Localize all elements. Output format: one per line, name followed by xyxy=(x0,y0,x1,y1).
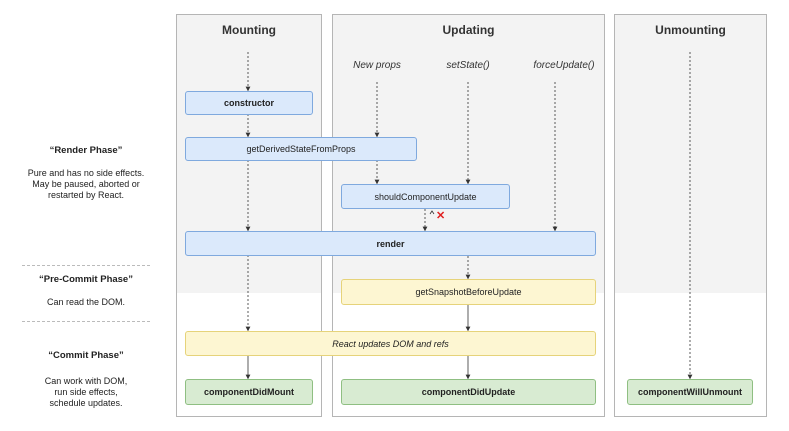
render-node: render xyxy=(185,231,596,256)
set-state-trigger: setState() xyxy=(446,60,490,71)
precommit-phase-title: “Pre-Commit Phase” xyxy=(39,274,133,285)
get-derived-state-from-props-node: getDerivedStateFromProps xyxy=(185,137,417,161)
commit-phase-desc-1: Can work with DOM, xyxy=(44,376,128,386)
unmounting-title: Unmounting xyxy=(655,23,726,37)
render-phase-title: “Render Phase” xyxy=(49,145,123,156)
render-phase-desc-3: restarted by React. xyxy=(47,190,125,200)
updating-title: Updating xyxy=(442,23,495,37)
should-component-update-node: shouldComponentUpdate xyxy=(341,184,510,209)
commit-phase-title: “Commit Phase” xyxy=(48,350,124,361)
unmounting-column: Unmounting xyxy=(614,14,767,417)
phase-divider-2 xyxy=(22,321,150,322)
commit-phase-desc-2: run side effects, xyxy=(54,387,118,397)
phase-divider-1 xyxy=(22,265,150,266)
component-did-update-node: componentDidUpdate xyxy=(341,379,596,405)
render-phase-desc-2: May be paused, aborted or xyxy=(32,179,140,189)
component-did-mount-node: componentDidMount xyxy=(185,379,313,405)
get-snapshot-before-update-node: getSnapshotBeforeUpdate xyxy=(341,279,596,305)
precommit-phase-desc-1: Can read the DOM. xyxy=(46,297,126,307)
component-will-unmount-node: componentWillUnmount xyxy=(627,379,753,405)
render-phase-desc-1: Pure and has no side effects. xyxy=(27,168,145,178)
mounting-title: Mounting xyxy=(222,23,276,37)
constructor-node: constructor xyxy=(185,91,313,115)
force-update-trigger: forceUpdate() xyxy=(533,60,595,71)
new-props-trigger: New props xyxy=(353,60,401,71)
react-updates-dom-node: React updates DOM and refs xyxy=(185,331,596,356)
cancel-x-icon: ✕ xyxy=(436,210,446,222)
commit-phase-desc-3: schedule updates. xyxy=(49,398,123,408)
